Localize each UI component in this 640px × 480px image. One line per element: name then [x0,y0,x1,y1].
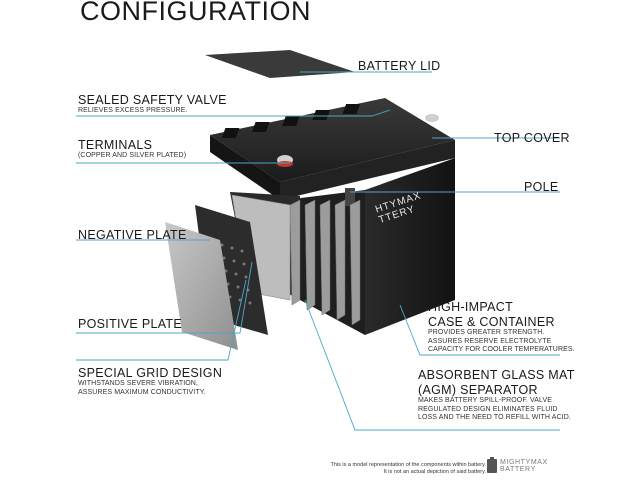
leader-case [399,304,560,356]
label-case-heading1: HIGH-IMPACT [428,300,514,314]
top-cover-shape [210,98,455,182]
label-top-cover-heading: TOP COVER [494,131,570,145]
negative-terminal [425,114,439,122]
label-safety-valve-sub: RELIEVES EXCESS PRESSURE. [78,107,188,114]
leader-safety-valve [76,109,391,117]
label-case-sub1: PROVIDES GREATER STRENGTH. [428,329,545,336]
disclaimer-line2: It is not an actual depiction of said ba… [383,469,486,475]
label-special-grid: SPECIAL GRID DESIGN WITHSTANDS SEVERE VI… [78,366,222,397]
label-safety-valve: SEALED SAFETY VALVE RELIEVES EXCESS PRES… [78,93,227,116]
page-title: CONFIGURATION [80,0,311,26]
label-negative-plate-heading: NEGATIVE PLATE [78,228,187,242]
battery-logo-icon [487,457,497,473]
label-positive-plate: POSITIVE PLATE [78,317,182,331]
label-agm-sub2: REGULATED DESIGN ELIMINATES FLUID [418,405,558,413]
label-agm-heading2: (AGM) SEPARATOR [418,382,538,397]
label-case-heading2: CASE & CONTAINER [428,314,555,329]
leader-special-grid [76,279,247,361]
battery-case-front [365,158,455,335]
brand-logo: MIGHTYMAX BATTERY [487,457,548,473]
label-agm: ABSORBENT GLASS MAT (AGM) SEPARATOR MAKE… [418,368,575,423]
label-battery-lid-heading: BATTERY LID [358,59,441,73]
battery-lid-shape [205,50,355,78]
label-agm-sub1: MAKES BATTERY SPILL-PROOF. VALVE [418,397,553,404]
label-negative-plate: NEGATIVE PLATE [78,228,187,242]
disclaimer-line1: This is a model representation of the co… [330,462,486,468]
label-battery-lid: BATTERY LID [358,59,441,73]
label-case-sub2: ASSURES RESERVE ELECTROLYTE [428,337,552,345]
positive-plate-shape [165,222,238,350]
label-special-grid-heading: SPECIAL GRID DESIGN [78,366,223,380]
label-special-grid-sub2: ASSURES MAXIMUM CONDUCTIVITY. [78,388,206,396]
leader-positive-plate [76,261,253,334]
label-pole-heading: POLE [524,180,559,194]
label-special-grid-sub1: WITHSTANDS SEVERE VIBRATION, [78,380,198,387]
label-agm-heading1: ABSORBENT GLASS MAT [418,368,575,382]
label-terminals-heading: TERMINALS [78,138,153,152]
logo-line2: BATTERY [500,466,536,473]
leader-agm [304,299,560,431]
label-top-cover: TOP COVER [494,131,570,145]
label-pole: POLE [524,180,559,194]
label-positive-plate-heading: POSITIVE PLATE [78,317,182,331]
logo-line1: MIGHTYMAX [500,459,548,466]
disclaimer-note: This is a model representation of the co… [326,462,486,476]
label-case: HIGH-IMPACT CASE & CONTAINER PROVIDES GR… [428,300,575,355]
label-terminals-sub: (COPPER AND SILVER PLATED) [78,152,187,159]
label-case-sub3: CAPACITY FOR COOLER TEMPERATURES. [428,346,575,353]
label-agm-sub3: LOSS AND THE NEED TO REFILL WITH ACID. [418,414,571,421]
label-terminals: TERMINALS (COPPER AND SILVER PLATED) [78,138,186,161]
label-safety-valve-heading: SEALED SAFETY VALVE [78,93,227,107]
